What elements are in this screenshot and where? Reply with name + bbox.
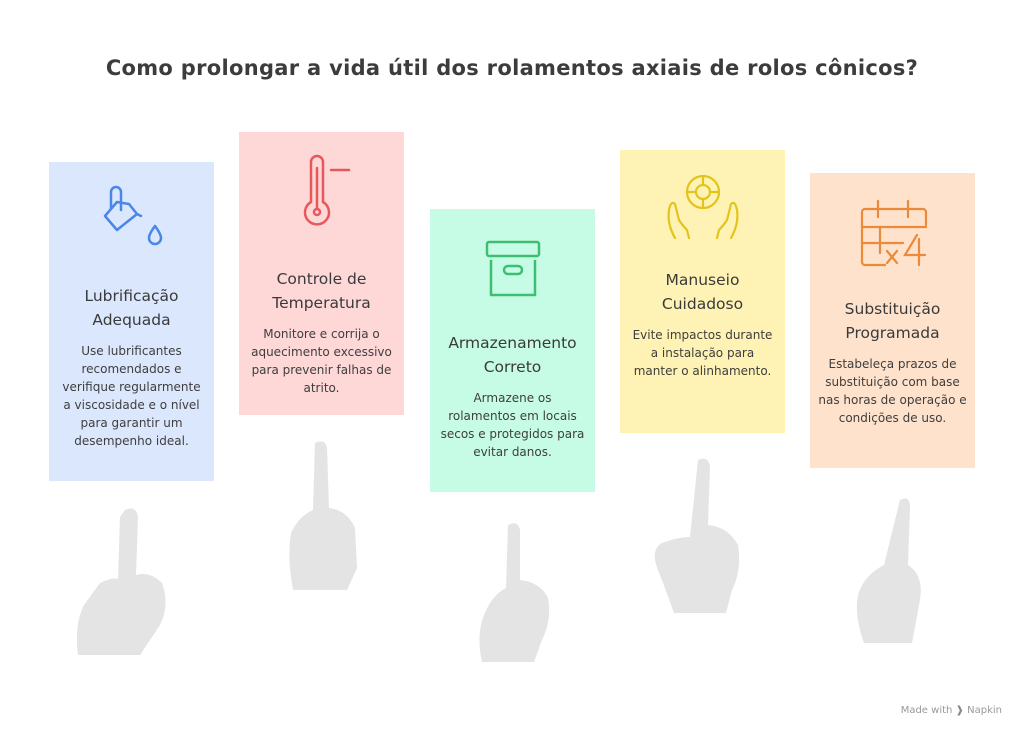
card-lubrificacao: Lubrificação Adequada Use lubrificantes … [49,162,214,481]
storage-box-icon [485,240,540,297]
footer-credit: Made with ❱ Napkin [901,705,1002,717]
pointing-hand-icon [479,523,550,662]
calendar-x4-icon [860,199,928,267]
card-armazenamento: Armazenamento Correto Armazene os rolame… [430,209,595,492]
napkin-logo-icon: ❱ [955,704,964,716]
made-with-label: Made with [900,704,953,716]
hands-holding-icon [667,174,738,240]
page-title: Como prolongar a vida útil dos rolamento… [105,56,919,80]
card-substituicao: Substituição Programada Estabeleça prazo… [810,173,975,468]
pointing-hand-icon [856,498,921,643]
card-title: Manuseio Cuidadoso [661,271,744,313]
card-temperatura: Controle de Temperatura Monitore e corri… [239,132,404,415]
pointing-hand-icon [654,458,740,613]
card-title: Substituição Programada [844,300,941,342]
pointing-hand-icon [76,508,166,655]
card-title: Lubrificação Adequada [84,287,179,329]
card-text: Use lubrificantes recomendados e verifiq… [62,344,201,448]
card-manuseio: Manuseio Cuidadoso Evite impactos durant… [620,150,785,433]
card-text: Armazene os rolamentos em locais secos e… [440,391,585,459]
oil-can-icon [103,185,162,246]
card-text: Monitore e corrija o aquecimento excessi… [251,327,392,395]
card-title: Armazenamento Correto [448,334,577,376]
napkin-brand: Napkin [967,704,1002,716]
card-text: Estabeleça prazos de substituição com ba… [818,357,967,425]
pointing-hand-icon [289,441,357,590]
thermometer-icon [303,154,350,226]
card-title: Controle de Temperatura [272,270,371,312]
card-text: Evite impactos durante a instalação para… [632,328,773,378]
